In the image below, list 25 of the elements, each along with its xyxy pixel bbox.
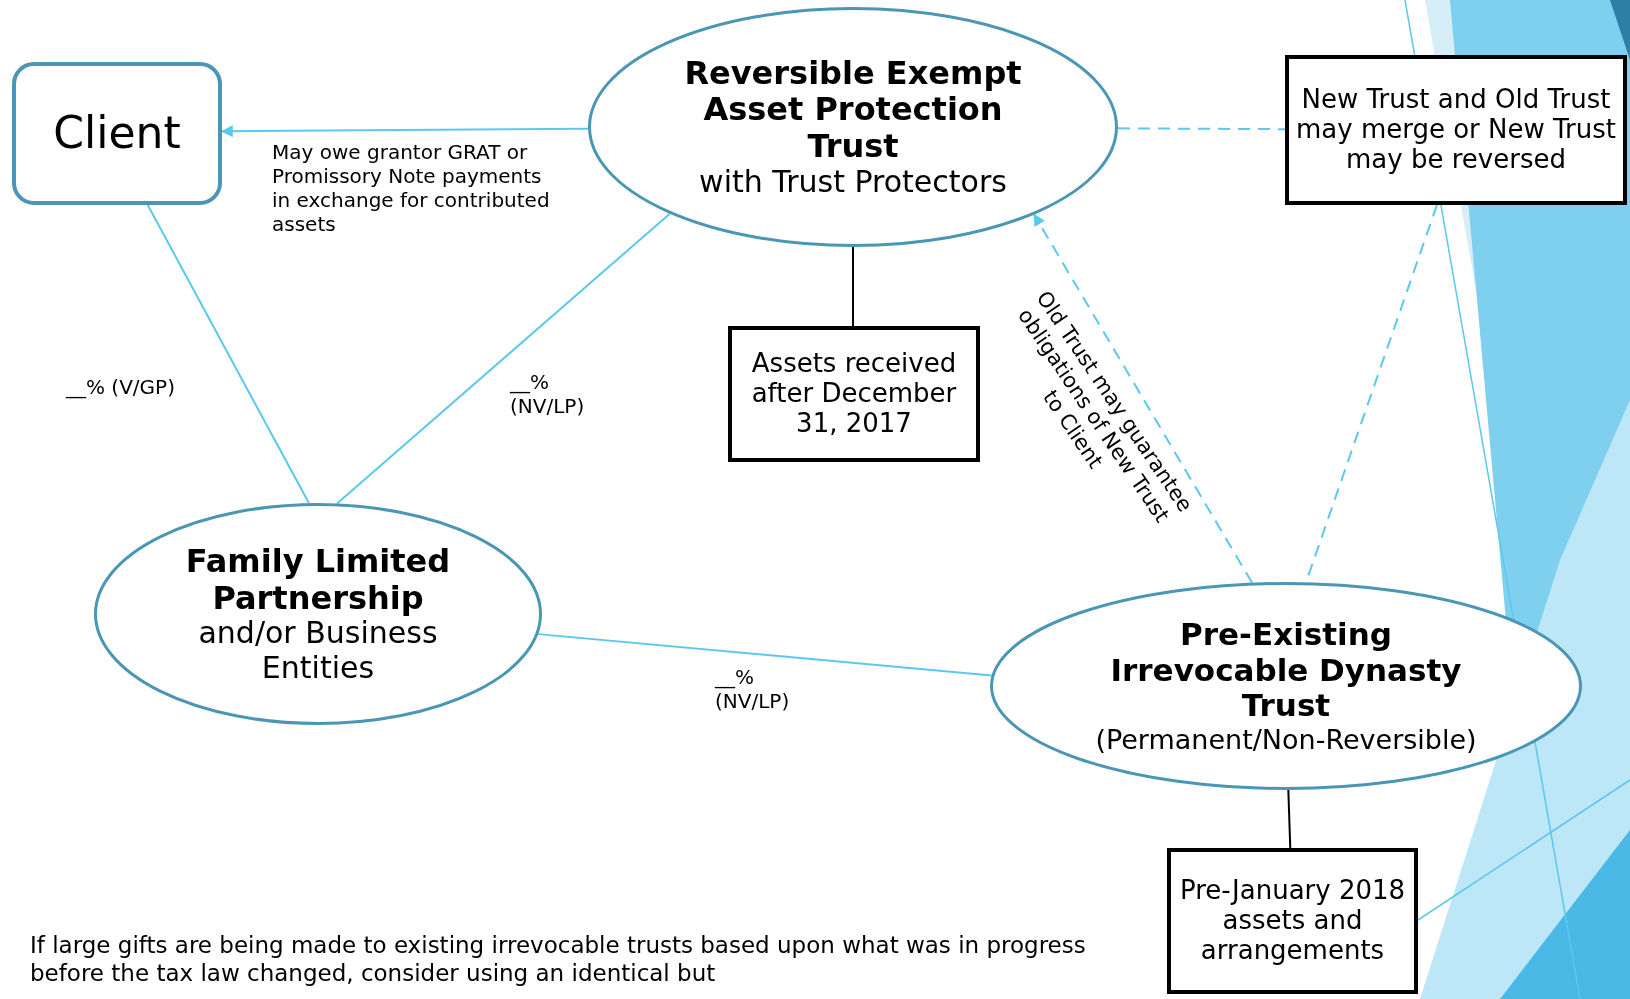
- node-text: Assets received after December 31, 2017: [750, 349, 958, 439]
- node-title: Family Limited Partnership: [184, 542, 452, 617]
- node-text: New Trust and Old Trust may merge or New Trust may be reversed: [1294, 85, 1617, 175]
- connector-line: [1117, 127, 1286, 131]
- note-box: [728, 326, 980, 462]
- node-title: Reversible Exempt Asset Protection Trust: [683, 54, 1023, 165]
- entity-ellipse: [94, 503, 542, 725]
- trust-ellipse: [588, 7, 1118, 247]
- node-text: and/or Business Entities: [197, 616, 439, 686]
- connector-line: [852, 246, 854, 327]
- connector-line: [146, 204, 310, 505]
- node-text: Client: [53, 108, 181, 159]
- connector-line: [1287, 789, 1292, 849]
- arrow: [1033, 213, 1254, 584]
- node-text: (Permanent/Non-Reversible): [1095, 723, 1477, 755]
- trust-ellipse: [990, 582, 1582, 790]
- note-text: If large gifts are being made to existing irrevocable trusts based upon what was in progress before the tax law changed, consider using an identical but: [30, 932, 1087, 988]
- node-title: Pre-Existing Irrevocable Dynasty Trust: [1109, 617, 1463, 724]
- node-text: with Trust Protectors: [699, 164, 1007, 200]
- connector-line: [537, 633, 993, 677]
- process-box: [12, 62, 222, 205]
- note-box: [1167, 848, 1418, 994]
- connector-line: [336, 212, 671, 505]
- node-text: Pre-January 2018 assets and arrangements: [1178, 876, 1407, 966]
- note-box: [1285, 55, 1627, 205]
